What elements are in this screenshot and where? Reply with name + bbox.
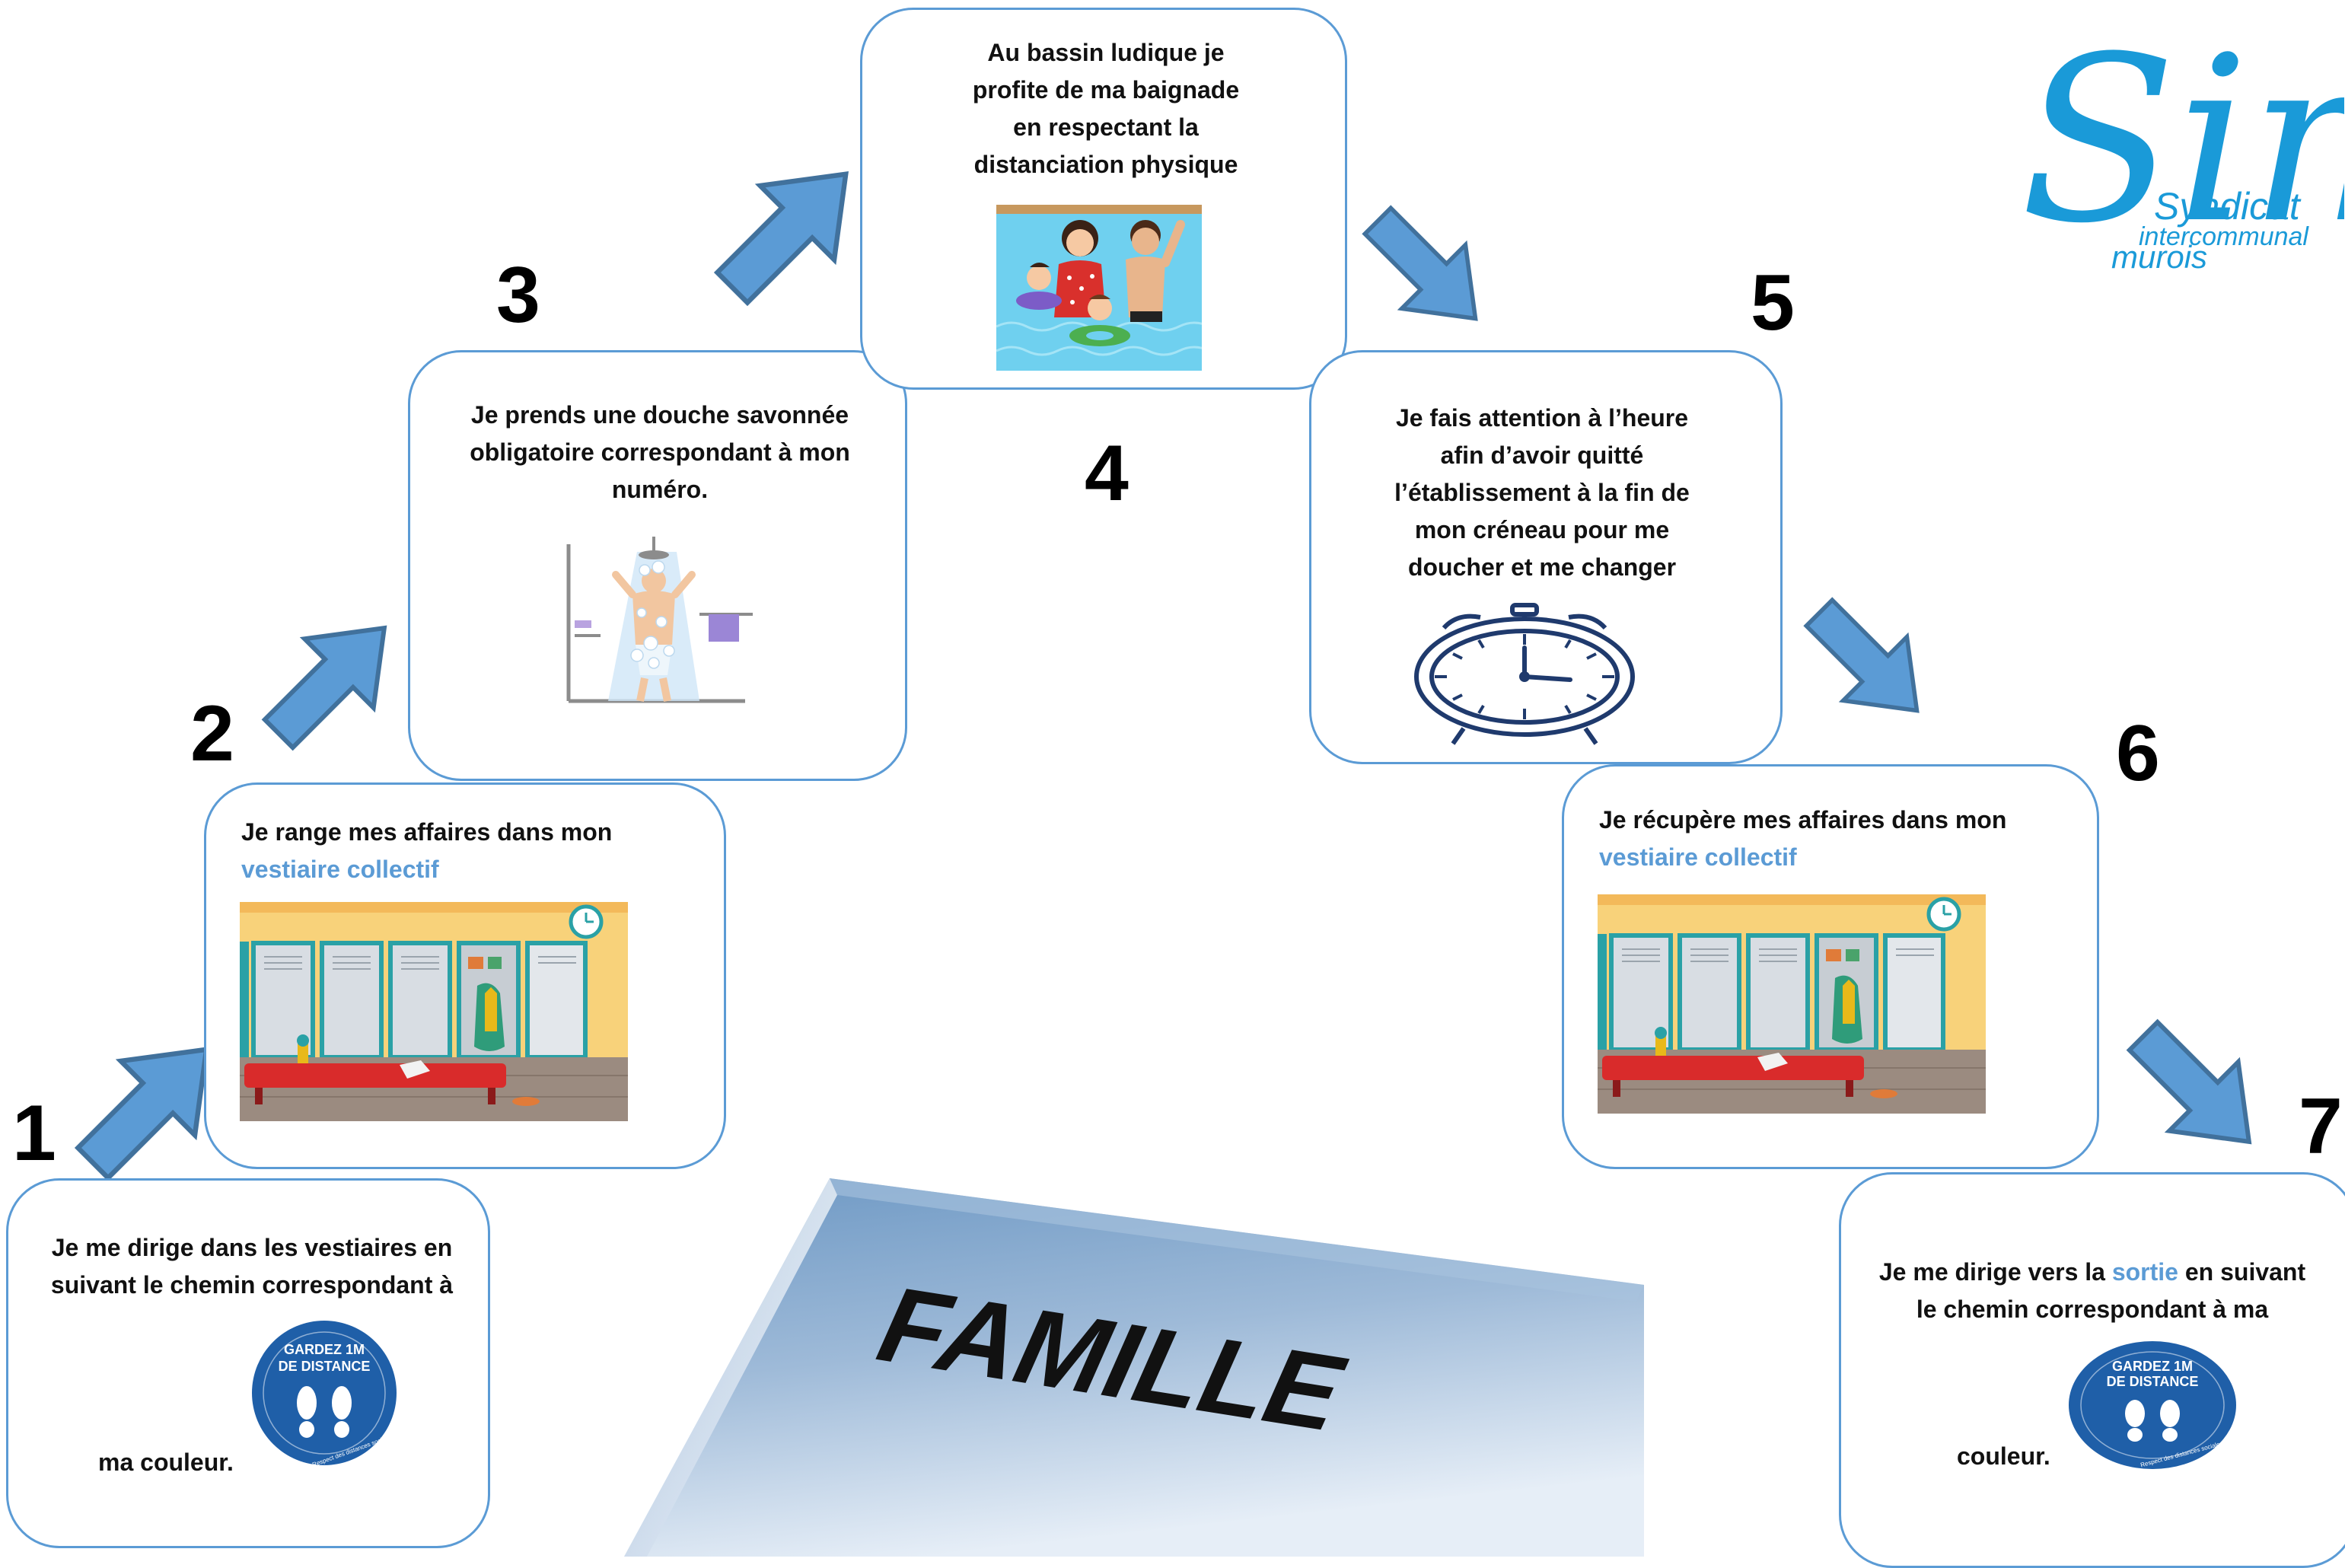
step-3-text-line1: Je prends une douche savonnée: [470, 401, 849, 429]
step-7-text-line3: couleur.: [1957, 1442, 2050, 1470]
step-4-text-line4: distanciation physique: [973, 151, 1238, 178]
step-5-text-line1: Je fais attention à l’heure: [1395, 404, 1689, 432]
step-5-number: 5: [1751, 259, 1795, 347]
step-3-card: Je prends une douche savonnée obligatoir…: [408, 350, 907, 781]
step-7-text-line2: le chemin correspondant à ma: [1916, 1296, 2269, 1323]
step-5-card: Je fais attention à l’heure afin d’avoir…: [1309, 350, 1783, 764]
logo-letters: Sim: [2020, 8, 2344, 271]
famille-plaque: FAMILLE: [624, 1178, 1644, 1557]
step-3-text-line3: numéro.: [611, 476, 709, 503]
locker-room-illustration-2: [1598, 894, 1986, 1114]
step-7-text-line1b: en suivant: [2184, 1258, 2306, 1286]
step-4-card: Au bassin ludique je profite de ma baign…: [860, 8, 1347, 390]
step-6-number: 6: [2116, 709, 2160, 798]
step-4-text-line2: profite de ma baignade: [972, 76, 1240, 104]
badge-2-line2: DE DISTANCE: [2107, 1374, 2199, 1389]
arrow-6-to-7: [2126, 1018, 2252, 1145]
step-1-text-line2: suivant le chemin correspondant à: [50, 1271, 454, 1299]
arrow-1-to-2: [74, 1047, 209, 1182]
locker-room-illustration: [240, 902, 628, 1121]
step-5-text-line4: mon créneau pour me: [1414, 516, 1670, 543]
distance-badge-icon: GARDEZ 1M DE DISTANCE Respect des distan…: [252, 1321, 397, 1467]
step-5-text-line3: l’établissement à la fin de: [1394, 479, 1690, 506]
step-6-card: Je récupère mes affaires dans mon vestia…: [1562, 764, 2099, 1169]
step-5-text-line5: doucher et me changer: [1407, 553, 1677, 581]
distance-badge-icon-2: GARDEZ 1M DE DISTANCE Respect des distan…: [2069, 1341, 2236, 1469]
step-6-text-line1: Je récupère mes affaires dans mon: [1599, 806, 2007, 833]
step-3-number: 3: [496, 251, 540, 339]
badge-line2: DE DISTANCE: [279, 1359, 371, 1374]
step-1-number: 1: [12, 1089, 56, 1178]
step-1-card: Je me dirige dans les vestiaires en suiv…: [6, 1178, 490, 1548]
step-4-text-line1: Au bassin ludique je: [987, 39, 1225, 66]
step-7-number: 7: [2299, 1082, 2343, 1171]
logo-line2: intercommunal: [2139, 222, 2309, 251]
step-1-text-line3: ma couleur.: [98, 1448, 234, 1476]
arrow-5-to-6: [1803, 597, 1920, 713]
step-7-exit-word: sortie: [2111, 1258, 2178, 1286]
arrow-3-to-4: [713, 171, 849, 307]
arrow-4-to-5: [1362, 205, 1478, 321]
alarm-clock-icon: [1414, 603, 1635, 745]
step-5-text-line2: afin d’avoir quitté: [1440, 441, 1644, 469]
family-pool-illustration: [996, 205, 1202, 371]
badge-2-line1: GARDEZ 1M: [2112, 1359, 2193, 1374]
step-3-text-line2: obligatoire correspondant à mon: [470, 438, 850, 466]
step-7-text-line1a: Je me dirige vers la: [1878, 1258, 2105, 1286]
step-2-card: Je range mes affaires dans mon vestiaire…: [204, 782, 726, 1169]
step-2-text-line2: vestiaire collectif: [241, 856, 439, 883]
step-4-number: 4: [1085, 429, 1129, 518]
step-2-number: 2: [190, 690, 234, 778]
logo-line1: Syndicat: [2154, 185, 2302, 228]
step-4-text-line3: en respectant la: [1013, 113, 1199, 141]
sim-logo: Sim Syndicat intercommunal murois: [2020, 8, 2344, 271]
step-1-text-line1: Je me dirige dans les vestiaires en: [51, 1234, 453, 1261]
badge-line1: GARDEZ 1M: [284, 1342, 365, 1357]
shower-illustration: [547, 529, 791, 706]
step-2-text-line1: Je range mes affaires dans mon: [241, 818, 613, 846]
logo-line3: murois: [2111, 239, 2207, 271]
step-6-text-line2: vestiaire collectif: [1599, 843, 1797, 871]
arrow-2-to-3: [261, 625, 387, 751]
step-7-card: Je me dirige vers la sortie en suivant l…: [1839, 1172, 2345, 1568]
